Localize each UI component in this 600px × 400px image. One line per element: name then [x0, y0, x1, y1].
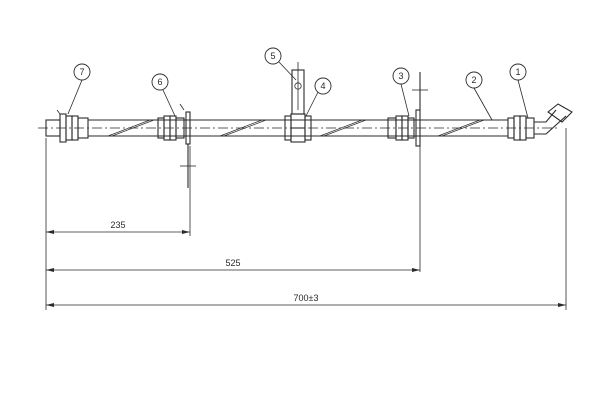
hose-spiral-wrap [107, 119, 485, 137]
dim-235-label: 235 [110, 220, 125, 230]
dim-525-label: 525 [225, 258, 240, 268]
dimension-525: 525 [46, 258, 420, 272]
callout-5-label: 5 [270, 51, 275, 61]
callout-3-label: 3 [398, 71, 403, 81]
callout-5: 5 [264, 47, 282, 65]
dim-700-label: 700±3 [294, 293, 319, 303]
callout-2-label: 2 [471, 75, 476, 85]
extension-lines [45, 138, 191, 310]
callout-1-label: 1 [515, 67, 520, 77]
middle-bracket-fitting [284, 62, 312, 143]
callout-4-label: 4 [320, 81, 325, 91]
bracket-fitting-6 [157, 103, 196, 188]
callout-7-label: 7 [79, 67, 84, 77]
callout-7: 7 [73, 63, 91, 81]
right-end-fitting [507, 103, 573, 310]
dimension-235: 235 [46, 220, 190, 234]
callout-6-label: 6 [157, 77, 162, 87]
callout-6: 6 [151, 73, 169, 91]
left-end-fitting [45, 109, 89, 143]
callout-3: 3 [392, 67, 410, 85]
dimension-700: 700±3 [46, 293, 566, 307]
callout-leaders [67, 61, 529, 121]
callout-2: 2 [465, 71, 483, 89]
callout-1: 1 [509, 63, 527, 81]
callout-4: 4 [314, 77, 332, 95]
bracket-fitting-3 [387, 72, 428, 272]
